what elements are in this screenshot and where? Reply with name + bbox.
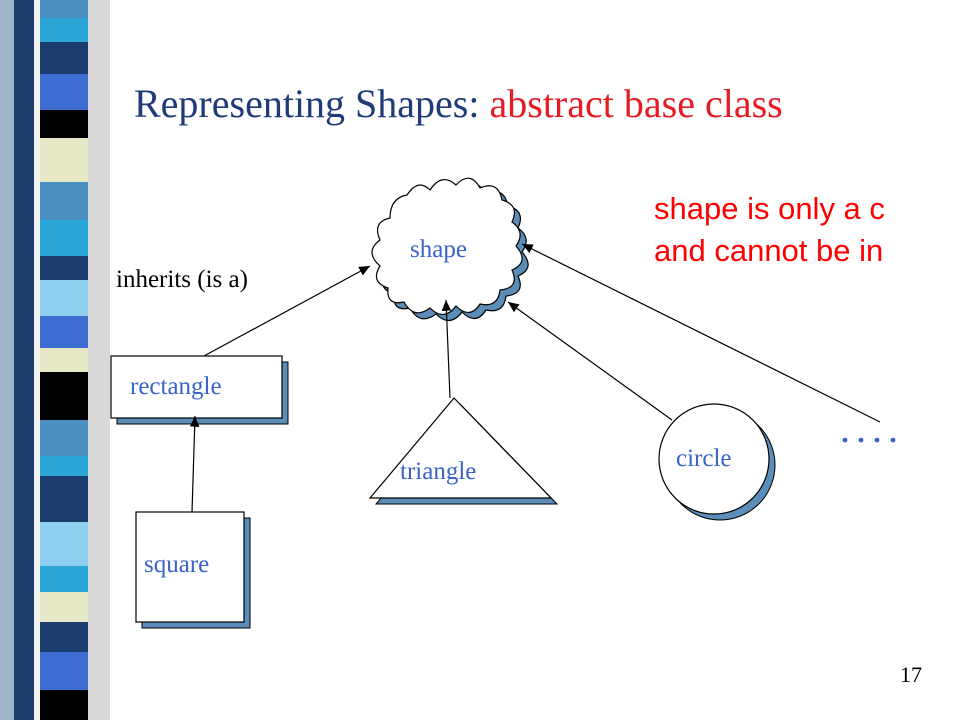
more-subclasses-ellipsis: .... [840,406,904,451]
inherits-label: inherits (is a) [116,266,248,293]
note-line-2: and cannot be in [654,233,884,268]
stripe-blocks [0,0,88,720]
arrow-square-to-rectangle [189,415,200,513]
triangle-node [368,397,559,505]
arrow-circle-to-shape [507,301,673,421]
note-line-1: shape is only a c [654,191,885,226]
shape-node [371,177,529,322]
rectangle-label: rectangle [130,373,222,400]
title-part1: Representing Shapes: [134,81,480,126]
square-node [135,511,251,629]
arrow-more-to-shape [521,243,881,423]
circle-label: circle [676,445,732,472]
square-label: square [144,551,210,578]
decorative-stripe [0,0,110,720]
abstract-note: shape is only a c and cannot be in [654,188,885,272]
slide-title: Representing Shapes: abstract base class [134,80,783,127]
circle-node [658,403,776,521]
arrow-triangle-to-shape [441,299,452,399]
arrow-rectangle-to-shape [203,265,371,357]
inheritance-arrows [189,243,881,513]
triangle-label: triangle [400,458,477,485]
title-part2: abstract base class [489,81,783,126]
shape-label: shape [410,236,467,263]
rectangle-node [110,355,289,425]
page-number: 17 [900,662,922,687]
